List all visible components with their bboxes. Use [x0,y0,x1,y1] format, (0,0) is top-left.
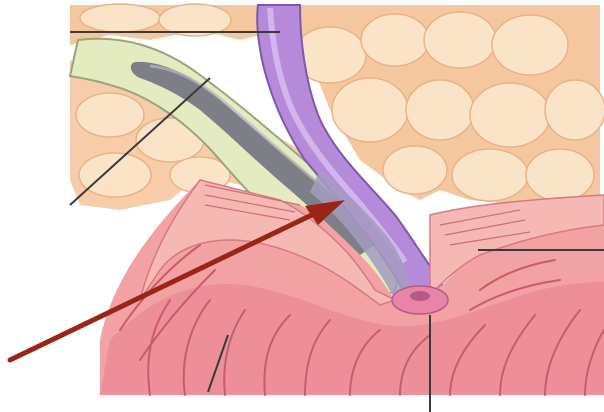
major-duodenal-papilla [392,286,448,314]
